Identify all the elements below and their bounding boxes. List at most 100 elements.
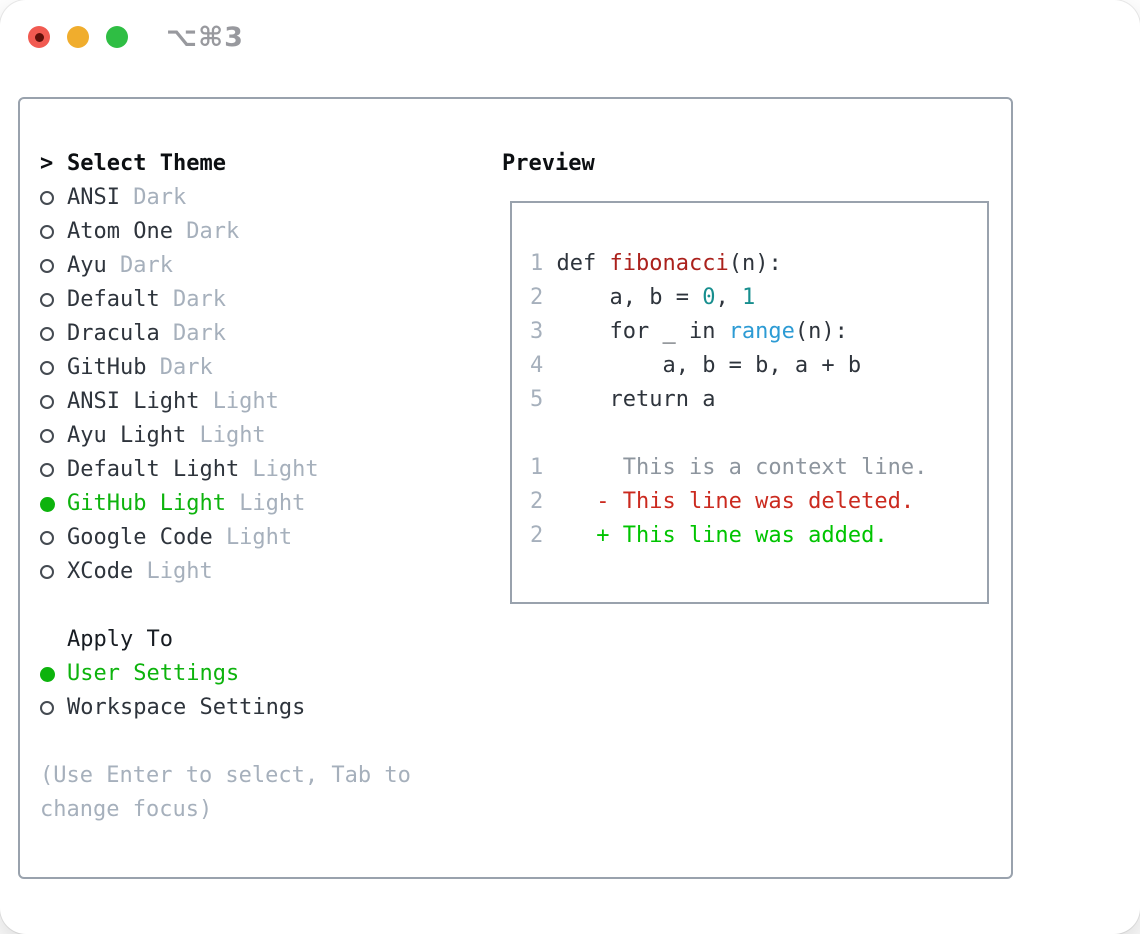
close-button[interactable] bbox=[28, 26, 50, 48]
traffic-lights bbox=[28, 26, 128, 48]
code-segment: for _ in bbox=[543, 319, 729, 344]
theme-variant: Light bbox=[252, 457, 319, 482]
theme-option[interactable]: Default Light Light bbox=[40, 453, 502, 487]
option-label: Ayu Light bbox=[67, 423, 187, 448]
apply-to-header: Apply To bbox=[40, 623, 502, 657]
code-segment: + This line was added. bbox=[543, 523, 888, 548]
code-line: 1 This is a context line. bbox=[530, 451, 987, 485]
radio-icon bbox=[40, 429, 54, 443]
radio-marker bbox=[40, 531, 67, 545]
theme-option[interactable]: Atom One Dark bbox=[40, 215, 502, 249]
select-theme-title: Select Theme bbox=[67, 151, 226, 176]
radio-marker bbox=[40, 666, 67, 682]
code-segment: (n): bbox=[794, 319, 848, 344]
radio-marker bbox=[40, 191, 67, 205]
code-line: 1 def fibonacci(n): bbox=[530, 247, 987, 281]
radio-icon bbox=[40, 225, 54, 239]
radio-marker bbox=[40, 565, 67, 579]
theme-variant: Dark bbox=[133, 185, 187, 210]
line-number: 1 bbox=[530, 251, 544, 276]
code-segment: 0 bbox=[702, 285, 716, 310]
hint-text: (Use Enter to select, Tab to change focu… bbox=[40, 763, 411, 822]
radio-marker bbox=[40, 395, 67, 409]
titlebar: ⌥⌘3 bbox=[0, 0, 1140, 74]
option-label: Atom One bbox=[67, 219, 173, 244]
radio-marker bbox=[40, 463, 67, 477]
option-label: XCode bbox=[67, 559, 134, 584]
code-segment: , bbox=[715, 285, 742, 310]
option-label: GitHub Light bbox=[67, 491, 226, 516]
prompt-caret: > bbox=[40, 151, 54, 176]
preview-title: Preview bbox=[502, 151, 595, 176]
line-number: 2 bbox=[530, 523, 544, 548]
theme-variant: Light bbox=[225, 525, 293, 550]
option-label: Google Code bbox=[67, 525, 213, 550]
apply-option[interactable]: Workspace Settings bbox=[40, 691, 502, 725]
line-number: 3 bbox=[530, 319, 544, 344]
option-label: GitHub bbox=[67, 355, 147, 380]
radio-icon bbox=[40, 463, 54, 477]
code-segment: fibonacci bbox=[609, 251, 729, 276]
code-segment: range bbox=[728, 319, 795, 344]
code-line: 4 a, b = b, a + b bbox=[530, 349, 987, 383]
radio-selected-icon bbox=[40, 496, 55, 512]
radio-marker bbox=[40, 259, 67, 273]
code-segment: - This line was deleted. bbox=[543, 489, 915, 514]
theme-variant: Dark bbox=[159, 355, 213, 380]
theme-option[interactable]: XCode Light bbox=[40, 555, 502, 589]
option-label: Workspace Settings bbox=[67, 695, 306, 720]
apply-option[interactable]: User Settings bbox=[40, 657, 502, 691]
code-line: 5 return a bbox=[530, 383, 987, 417]
theme-variant: Light bbox=[146, 559, 213, 584]
theme-option[interactable]: GitHub Light Light bbox=[40, 487, 502, 521]
theme-option[interactable]: Google Code Light bbox=[40, 521, 502, 555]
radio-icon bbox=[40, 531, 54, 545]
radio-selected-icon bbox=[40, 666, 55, 682]
code-segment: (n): bbox=[728, 251, 782, 276]
window-title: ⌥⌘3 bbox=[166, 22, 244, 53]
theme-variant: Dark bbox=[172, 321, 226, 346]
line-number: 4 bbox=[530, 353, 544, 378]
code-segment: a, b = bbox=[543, 285, 703, 310]
code-segment: This is a context line. bbox=[543, 455, 928, 480]
option-label: Ayu bbox=[67, 253, 107, 278]
code-segment: a, b = b, a + b bbox=[543, 353, 862, 378]
line-number: 5 bbox=[530, 387, 544, 412]
code-segment: def bbox=[543, 251, 610, 276]
theme-option[interactable]: GitHub Dark bbox=[40, 351, 502, 385]
option-label: Default Light bbox=[67, 457, 240, 482]
option-label: Dracula bbox=[67, 321, 160, 346]
preview-column: Preview 1 def fibonacci(n):2 a, b = 0, 1… bbox=[502, 147, 1011, 877]
code-segment: return a bbox=[543, 387, 716, 412]
radio-marker bbox=[40, 361, 67, 375]
option-label: User Settings bbox=[67, 661, 240, 686]
theme-option[interactable]: ANSI Dark bbox=[40, 181, 502, 215]
radio-marker bbox=[40, 225, 67, 239]
theme-variant: Light bbox=[239, 491, 306, 516]
code-segment: 1 bbox=[741, 285, 756, 310]
radio-icon bbox=[40, 395, 54, 409]
radio-marker bbox=[40, 429, 67, 443]
radio-icon bbox=[40, 361, 54, 375]
zoom-button[interactable] bbox=[106, 26, 128, 48]
select-theme-header: > Select Theme bbox=[40, 147, 502, 181]
unsaved-changes-dot bbox=[34, 32, 44, 42]
theme-option[interactable]: Dracula Dark bbox=[40, 317, 502, 351]
option-label: ANSI bbox=[67, 185, 120, 210]
option-label: ANSI Light bbox=[67, 389, 200, 414]
theme-variant: Dark bbox=[186, 219, 240, 244]
minimize-button[interactable] bbox=[67, 26, 89, 48]
preview-header: Preview bbox=[502, 147, 1011, 181]
option-label: Default bbox=[67, 287, 160, 312]
radio-icon bbox=[40, 259, 54, 273]
